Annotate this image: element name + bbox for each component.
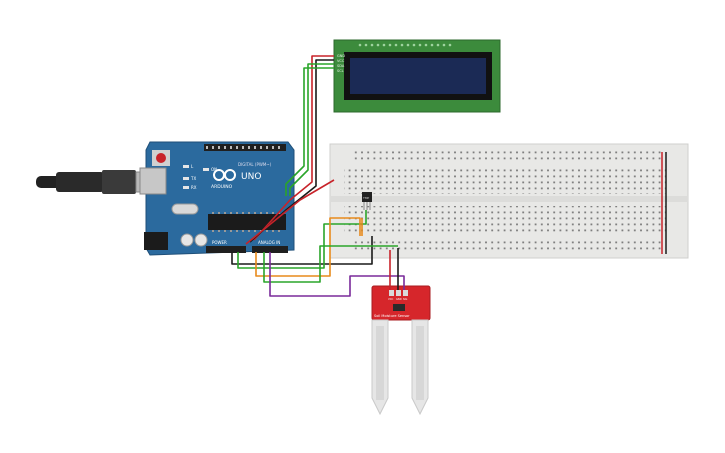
wire-power <box>245 179 335 245</box>
status-leds <box>183 165 209 189</box>
dc-jack <box>144 232 168 250</box>
terminal-strip-top <box>344 168 666 194</box>
wire-lcd-sda <box>289 63 334 196</box>
uno-label: UNO <box>241 172 261 182</box>
led-label-l: L <box>191 164 194 169</box>
sensor-chip <box>393 304 405 311</box>
temperature-sensor[interactable]: TMP <box>362 192 372 210</box>
analog-header <box>252 246 288 253</box>
power-header <box>206 246 246 253</box>
crystal <box>171 203 199 215</box>
sensor-pin-vcc: VCC <box>388 297 393 301</box>
wire-lcd-scl <box>285 67 334 196</box>
arduino-logo-icon <box>213 169 236 181</box>
capacitor <box>180 233 194 247</box>
power-rail-top <box>354 150 664 162</box>
lcd-display[interactable]: GND VCC SDA SCL <box>333 39 501 113</box>
lcd-pin-sda: SDA <box>337 64 345 68</box>
sensor-pin-gnd: GND <box>396 297 402 301</box>
digital-header-label: DIGITAL (PWM~) <box>238 162 272 167</box>
wire-sensor-sig <box>269 252 405 297</box>
wires <box>231 55 405 297</box>
usb-port <box>139 167 167 195</box>
breadboard[interactable] <box>329 143 689 259</box>
capacitor <box>194 233 208 247</box>
digital-header <box>204 144 286 151</box>
sensor-pin <box>403 290 408 296</box>
on-label: ON <box>211 167 217 172</box>
lcd-pin-gnd: GND <box>337 54 345 58</box>
power-header-label: POWER <box>212 240 227 245</box>
sensor-pin <box>396 290 401 296</box>
temp-sensor-label: TMP <box>362 196 369 200</box>
wire-green-2 <box>263 245 398 283</box>
led-label-rx: RX <box>191 185 197 190</box>
sensor-pin <box>389 290 394 296</box>
soil-moisture-sensor[interactable]: VCC GND SIG Soil Moisture Sensor <box>371 285 431 416</box>
terminal-strip-bottom <box>344 206 666 232</box>
lcd-pin-vcc: VCC <box>337 59 345 63</box>
soil-sensor-label: Soil Moisture Sensor <box>374 314 410 318</box>
arduino-uno-board[interactable]: DIGITAL (PWM~) UNO ARDUINO L TX RX ON <box>139 141 295 256</box>
sensor-pin-sig: SIG <box>403 297 407 301</box>
wire-ground <box>231 236 373 265</box>
power-rail-bottom <box>354 240 664 252</box>
lcd-pin-scl: SCL <box>337 69 344 73</box>
analog-header-label: ANALOG IN <box>258 240 280 245</box>
wire-orange <box>255 217 361 277</box>
wire-lcd-vcc <box>253 55 334 241</box>
led-label-tx: TX <box>190 176 196 181</box>
lcd-screen <box>350 58 486 94</box>
brand-label: ARDUINO <box>211 184 233 190</box>
